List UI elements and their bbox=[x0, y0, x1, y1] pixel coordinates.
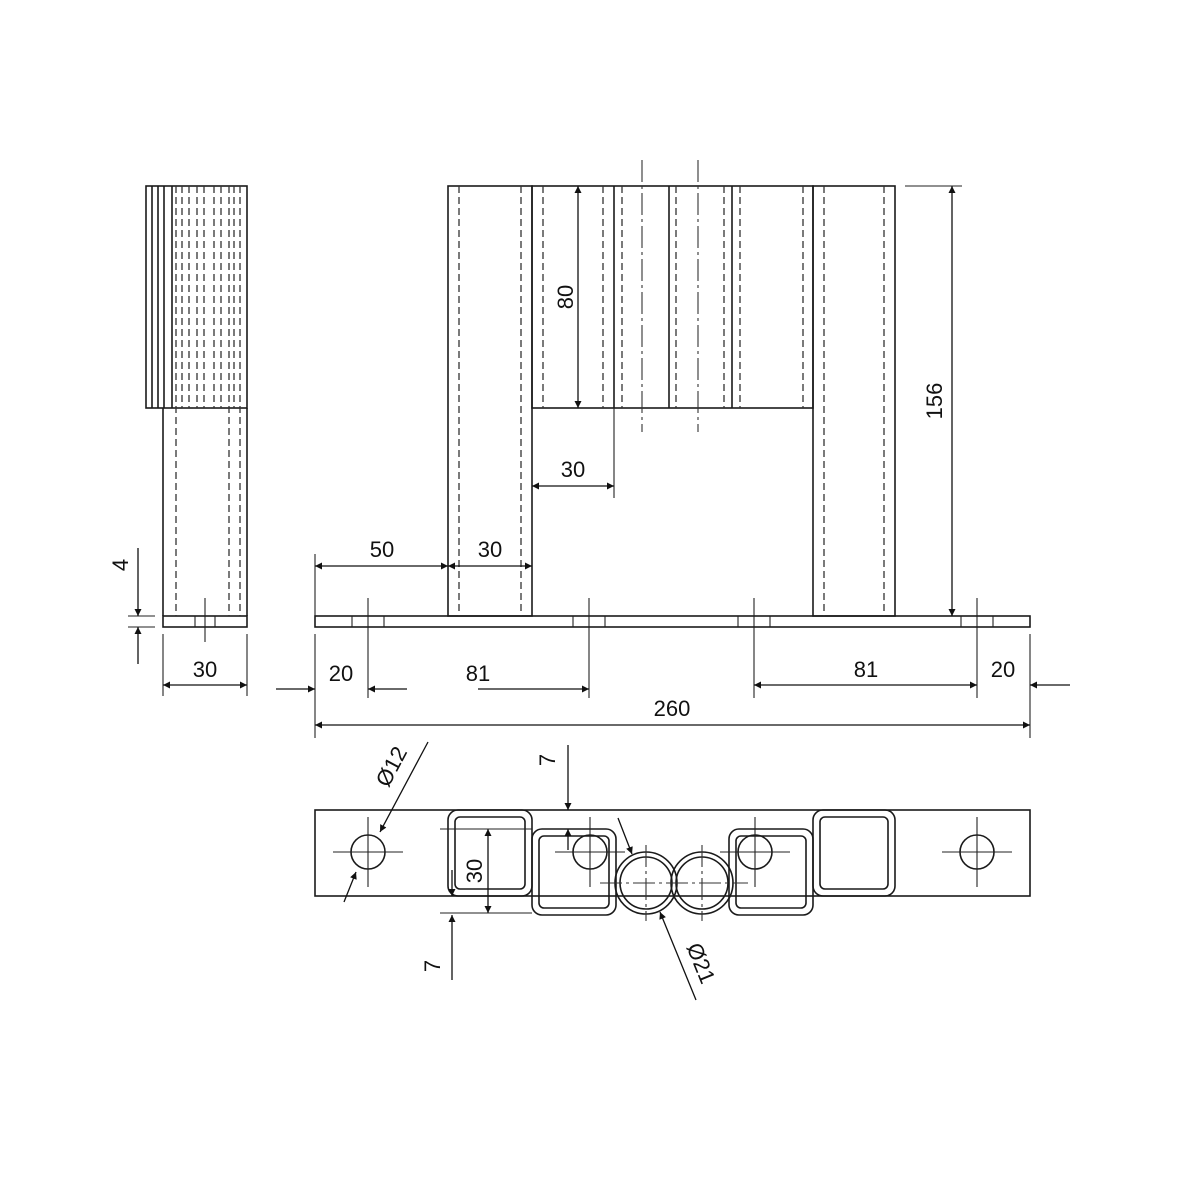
dim-overall-length: 260 bbox=[315, 696, 1030, 729]
dim-right-hole-spacing-label: 81 bbox=[854, 657, 878, 682]
dim-tube-width-label: 30 bbox=[478, 537, 502, 562]
dim-tube-step-label: 30 bbox=[561, 457, 585, 482]
front-view-base-plate bbox=[314, 615, 1031, 628]
square-tube bbox=[812, 809, 896, 897]
side-view bbox=[128, 185, 248, 642]
mounting-hole bbox=[942, 817, 1012, 887]
dim-tube-offset-bottom: 7 bbox=[420, 870, 456, 980]
dim-horizontal-chain: 20 81 81 20 bbox=[276, 634, 1070, 738]
square-tube bbox=[531, 828, 617, 916]
right-post bbox=[812, 185, 896, 617]
top-view-base-plate bbox=[314, 809, 1031, 897]
dim-tube-width: 30 bbox=[448, 537, 532, 570]
square-tube bbox=[447, 809, 533, 897]
dim-tube-step: 30 bbox=[532, 457, 614, 490]
dim-side-width: 30 bbox=[162, 634, 248, 696]
mounting-hole bbox=[555, 817, 625, 887]
mounting-hole bbox=[720, 817, 790, 887]
dim-tube-size-label: 30 bbox=[462, 859, 487, 883]
dim-total-height: 156 bbox=[905, 185, 962, 616]
dim-left-margin-label: 50 bbox=[370, 537, 394, 562]
dim-left-edge-label: 20 bbox=[329, 661, 353, 686]
dim-total-height-label: 156 bbox=[922, 383, 947, 420]
upper-tube-bundle bbox=[531, 185, 814, 409]
dim-side-width-label: 30 bbox=[193, 657, 217, 682]
dim-tube-offset-top: 7 bbox=[535, 745, 572, 850]
dim-left-hole-spacing-label: 81 bbox=[466, 661, 490, 686]
dim-side-thickness-label: 4 bbox=[108, 559, 133, 571]
dim-left-margin: 50 bbox=[314, 537, 448, 616]
dim-overall-length-label: 260 bbox=[654, 696, 691, 721]
dim-hole-diameter: Ø12 bbox=[343, 741, 429, 903]
dim-tube-offset-top-label: 7 bbox=[535, 754, 560, 766]
dim-right-edge-label: 20 bbox=[991, 657, 1015, 682]
dim-side-thickness: 4 bbox=[108, 548, 142, 664]
mounting-hole bbox=[333, 817, 403, 887]
dim-tube-size: 30 bbox=[440, 828, 532, 914]
top-view bbox=[314, 809, 1031, 921]
front-view bbox=[314, 160, 1031, 650]
dim-inner-height: 80 bbox=[553, 186, 582, 408]
dim-tube-offset-bottom-label: 7 bbox=[420, 960, 445, 972]
dim-inner-height-label: 80 bbox=[553, 285, 578, 309]
